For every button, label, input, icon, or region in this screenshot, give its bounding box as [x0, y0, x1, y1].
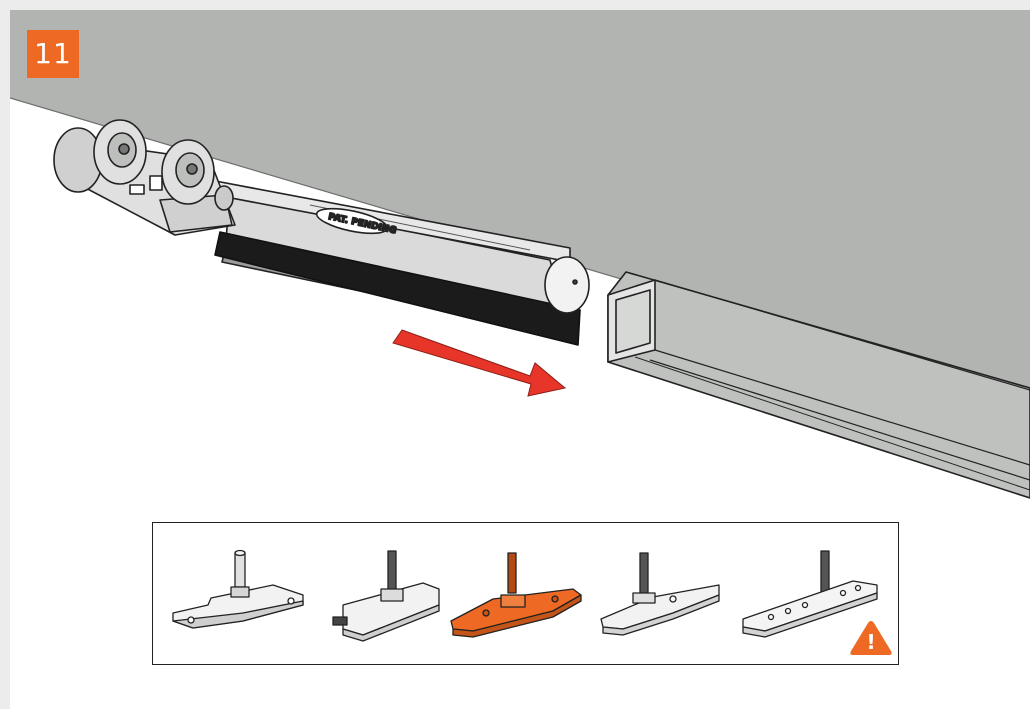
bracket-option-2 [332, 550, 440, 642]
bracket-option-4 [600, 552, 720, 636]
installation-illustration: PAT. PENDING [10, 10, 1030, 499]
bracket-option-1 [172, 549, 304, 629]
ceiling-surface [10, 10, 1030, 400]
bracket-options-box: ! [152, 522, 899, 665]
bracket-option-5 [742, 550, 878, 638]
direction-arrow [392, 329, 567, 397]
roller-carriage: PAT. PENDING [53, 119, 590, 346]
bracket-options: ! [172, 549, 892, 655]
aluminium-track [607, 271, 1030, 499]
warning-symbol: ! [866, 630, 875, 654]
step-badge-bg [27, 30, 79, 78]
step-number: 11 [34, 37, 72, 70]
bracket-option-3 [450, 552, 582, 638]
warning-icon: ! [850, 621, 892, 655]
